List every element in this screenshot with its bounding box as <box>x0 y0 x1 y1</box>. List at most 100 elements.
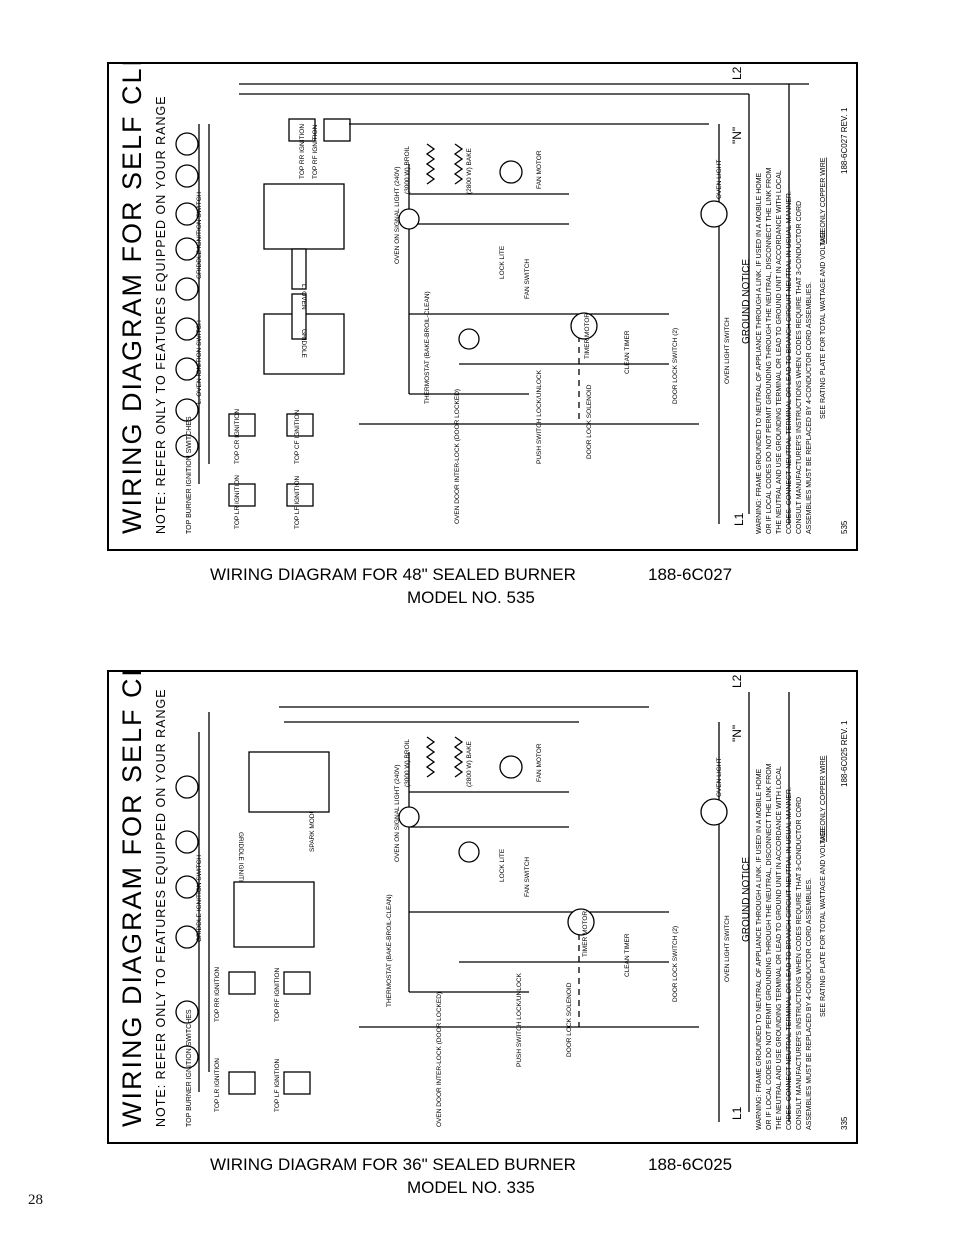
ground-notice-line2: OR IF LOCAL CODES DO NOT PERMIT GROUNDIN… <box>766 167 773 534</box>
label-top-lr: TOP LR IGNITION <box>234 475 241 529</box>
label-broil: (3000 W) BROIL <box>404 739 411 787</box>
label-top-rf: TOP RF IGNITION <box>312 124 319 179</box>
label-spark-module: SPARK MODULE (2+1) <box>309 784 316 852</box>
label-bake: (2800 W) BAKE <box>466 147 473 194</box>
label-fan-switch: FAN SWITCH <box>524 259 531 299</box>
label-thermostat: THERMOSTAT (BAKE-BROIL-CLEAN) <box>386 894 393 1007</box>
label-griddle-switch: GRIDDLE IGNITION SWITCH <box>196 192 203 279</box>
label-top-rr: TOP RR IGNITION <box>299 124 306 179</box>
label-top-lf: TOP LF IGNITION <box>294 475 301 529</box>
ground-notice-line3: THE NEUTRAL AND USE GROUNDING TERMINAL O… <box>776 766 783 1130</box>
label-clean-timer: CLEAN TIMER <box>624 933 631 977</box>
label-lock-lite: LOCK LITE <box>499 245 506 279</box>
ground-notice-line1: WARNING: FRAME GROUNDED TO NEUTRAL OF AP… <box>756 172 763 534</box>
label-top-cf: TOP CF IGNITION <box>294 409 301 464</box>
ground-notice-line6: ASSEMBLIES MUST BE REPLACED BY 4-CONDUCT… <box>806 282 813 534</box>
label-griddle-ignition: GRIDDLE IGNITION <box>237 832 244 892</box>
ground-notice-line3: THE NEUTRAL AND USE GROUNDING TERMINAL O… <box>776 170 783 534</box>
terminal-l2: L2 <box>730 66 744 80</box>
terminal-l1: L1 <box>730 1106 744 1120</box>
spark-modules <box>233 706 649 948</box>
rating-note: SEE RATING PLATE FOR TOTAL WATTAGE AND V… <box>820 227 827 419</box>
label-oven-light-switch: OVEN LIGHT SWITCH <box>724 317 731 384</box>
label-fan-switch: FAN SWITCH <box>524 857 531 897</box>
terminal-n: "N" <box>730 127 744 144</box>
broil-bake-elements <box>398 736 728 936</box>
copper-note: USE ONLY COPPER WIRE <box>820 157 827 244</box>
caption-48-code: 188-6C027 <box>648 565 733 584</box>
diagram-note: NOTE: REFER ONLY TO FEATURES EQUIPPED ON… <box>154 95 168 534</box>
schematic-36: WIRING DIAGRAM FOR SELF CLEANER NOTE: RE… <box>117 672 849 1130</box>
rev-code: 188-6C027 REV. 1 <box>840 107 849 174</box>
terminal-l2: L2 <box>730 674 744 688</box>
label-push-switch: PUSH SWITCH LOCK/UNLOCK <box>536 369 543 464</box>
wiring-diagram-48: WIRING DIAGRAM FOR SELF CLEANER NOTE: RE… <box>107 62 858 551</box>
diagram-title: WIRING DIAGRAM FOR SELF CLEANER <box>117 672 147 1127</box>
model-small: 535 <box>840 520 849 534</box>
label-top-cr: TOP CR IGNITION <box>234 409 241 464</box>
ground-notice-heading: GROUND NOTICE <box>741 259 752 344</box>
label-l-oven: L. OVEN <box>300 284 307 310</box>
bus-wires <box>239 83 809 524</box>
model-small: 335 <box>840 1116 849 1130</box>
label-oven-door-interlock: OVEN DOOR INTER-LOCK (DOOR LOCKED) <box>436 992 443 1127</box>
label-l-oven-switch: L. OVEN IGNITION SWITCH <box>196 320 203 404</box>
label-fan-motor: FAN MOTOR <box>536 150 543 189</box>
ground-notice-line1: WARNING: FRAME GROUNDED TO NEUTRAL OF AP… <box>756 768 763 1130</box>
label-top-burner-switches: TOP BURNER IGNITION SWITCHES <box>186 1009 193 1127</box>
label-timer-motor: TIMER MOTOR <box>584 313 591 359</box>
label-fan-motor: FAN MOTOR <box>536 743 543 782</box>
label-top-rr: TOP RR IGNITION <box>214 967 221 1022</box>
ignition-blocks <box>228 971 311 1095</box>
ignition-blocks <box>228 118 351 507</box>
ground-notice-line6: ASSEMBLIES MUST BE REPLACED BY 4-CONDUCT… <box>806 878 813 1130</box>
top-burner-switches <box>175 712 210 1092</box>
caption-36-code: 188-6C025 <box>648 1155 733 1174</box>
caption-48-line1: WIRING DIAGRAM FOR 48" SEALED BURNER <box>210 565 576 584</box>
ground-notice-line5: CONSULT MANUFACTURER'S INSTRUCTIONS WHEN… <box>796 201 803 534</box>
terminal-l1: L1 <box>732 512 746 526</box>
diagram-title: WIRING DIAGRAM FOR SELF CLEANER <box>117 64 147 534</box>
page-number: 28 <box>28 1192 43 1208</box>
label-top-rf: TOP RF IGNITION <box>274 967 281 1022</box>
rating-note: SEE RATING PLATE FOR TOTAL WATTAGE AND V… <box>820 825 827 1017</box>
diagram-note: NOTE: REFER ONLY TO FEATURES EQUIPPED ON… <box>154 688 168 1127</box>
label-door-lock-switch: DOOR LOCK SWITCH (2) <box>672 328 679 404</box>
label-push-switch: PUSH SWITCH LOCK/UNLOCK <box>516 972 523 1067</box>
caption-36-line1: WIRING DIAGRAM FOR 36" SEALED BURNER <box>210 1155 576 1174</box>
label-griddle-switch: GRIDDLE IGNITION SWITCH <box>196 855 203 942</box>
label-clean-timer: CLEAN TIMER <box>624 330 631 374</box>
label-oven-light-switch: OVEN LIGHT SWITCH <box>724 915 731 982</box>
label-signal: OVEN ON SIGNAL LIGHT (240V) <box>394 764 401 862</box>
label-door-lock-solenoid: DOOR LOCK SOLENOID <box>566 982 573 1057</box>
label-door-lock-switch: DOOR LOCK SWITCH (2) <box>672 926 679 1002</box>
label-oven-light: OVEN LIGHT <box>716 758 723 797</box>
label-bake: (2800 W) BAKE <box>466 740 473 787</box>
spark-module-a <box>263 183 345 375</box>
label-griddle: GRIDDLE <box>300 329 307 359</box>
bus-wires <box>359 692 790 1122</box>
ground-notice-heading: GROUND NOTICE <box>741 857 752 942</box>
label-lock-lite: LOCK LITE <box>499 848 506 882</box>
ground-notice-line4: CODES. CONNECT NEUTRAL TERMINAL OR LEAD … <box>786 191 793 534</box>
rev-code: 188-6C025 REV. 1 <box>840 720 849 787</box>
caption-36-model: MODEL NO. 335 <box>407 1178 535 1197</box>
label-top-lf: TOP LF IGNITION <box>274 1058 281 1112</box>
label-signal: OVEN ON SIGNAL LIGHT (240V) <box>394 166 401 264</box>
wiring-diagram-36: WIRING DIAGRAM FOR SELF CLEANER NOTE: RE… <box>107 670 858 1144</box>
label-door-lock-solenoid: DOOR LOCK SOLENOID <box>586 384 593 459</box>
terminal-n: "N" <box>730 725 744 742</box>
ground-notice-line4: CODES. CONNECT NEUTRAL TERMINAL OR LEAD … <box>786 787 793 1130</box>
ground-notice-line5: CONSULT MANUFACTURER'S INSTRUCTIONS WHEN… <box>796 797 803 1130</box>
ground-notice-line2: OR IF LOCAL CODES DO NOT PERMIT GROUNDIN… <box>766 763 773 1130</box>
label-thermostat: THERMOSTAT (BAKE-BROIL-CLEAN) <box>424 291 431 404</box>
label-top-burner-switches: TOP BURNER IGNITION SWITCHES <box>186 416 193 534</box>
broil-bake-elements <box>398 143 728 350</box>
caption-48-model: MODEL NO. 535 <box>407 588 535 607</box>
label-timer-motor: TIMER MOTOR <box>582 911 589 957</box>
label-oven-light: OVEN LIGHT <box>716 160 723 199</box>
label-oven-door-interlock: OVEN DOOR INTER-LOCK (DOOR LOCKED) <box>454 389 461 524</box>
top-burner-switches <box>175 124 210 484</box>
schematic-48: WIRING DIAGRAM FOR SELF CLEANER NOTE: RE… <box>117 64 849 534</box>
label-broil: (3000 W) BROIL <box>404 146 411 194</box>
